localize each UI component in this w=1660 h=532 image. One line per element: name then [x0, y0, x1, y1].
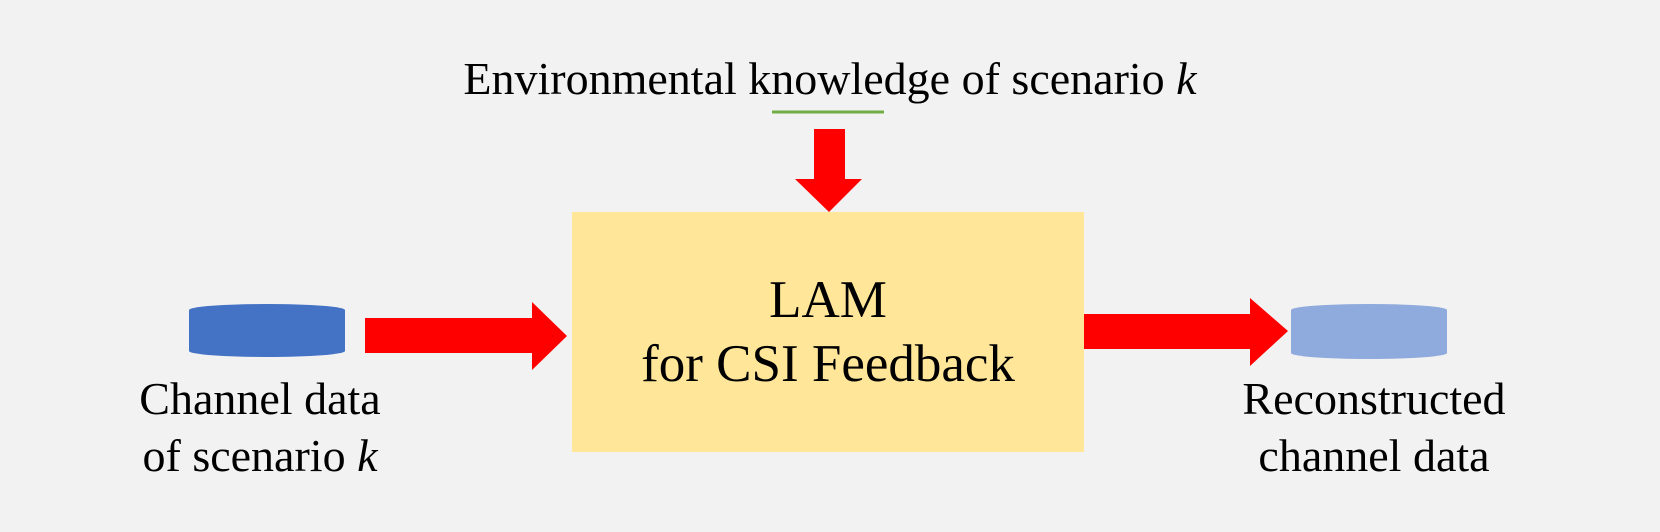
environment-arrow — [795, 129, 862, 212]
lam-title: LAM — [769, 271, 887, 329]
output-label-line2: channel data — [1258, 430, 1490, 481]
environment-label: Environmental knowledge of scenario k — [0, 50, 1660, 107]
input-label-line2-text: of scenario — [142, 430, 358, 481]
output-label: Reconstructed channel data — [1204, 370, 1544, 484]
output-label-line1: Reconstructed — [1242, 373, 1506, 424]
input-label-line2: of scenario k — [108, 427, 412, 484]
lam-subtitle: for CSI Feedback — [641, 335, 1015, 393]
input-label-line1: Channel data — [139, 373, 381, 424]
environment-label-text: Environmental knowledge of scenario — [463, 53, 1177, 104]
input-arrow — [365, 302, 567, 370]
output-arrow — [1084, 298, 1288, 366]
lam-label: LAM for CSI Feedback — [572, 268, 1084, 396]
environment-scenario-var: k — [1176, 53, 1197, 104]
input-scenario-var: k — [357, 430, 378, 481]
database-icon — [189, 304, 345, 357]
database-icon — [1291, 304, 1447, 359]
input-label: Channel data of scenario k — [108, 370, 412, 484]
lam-box — [572, 212, 1084, 452]
